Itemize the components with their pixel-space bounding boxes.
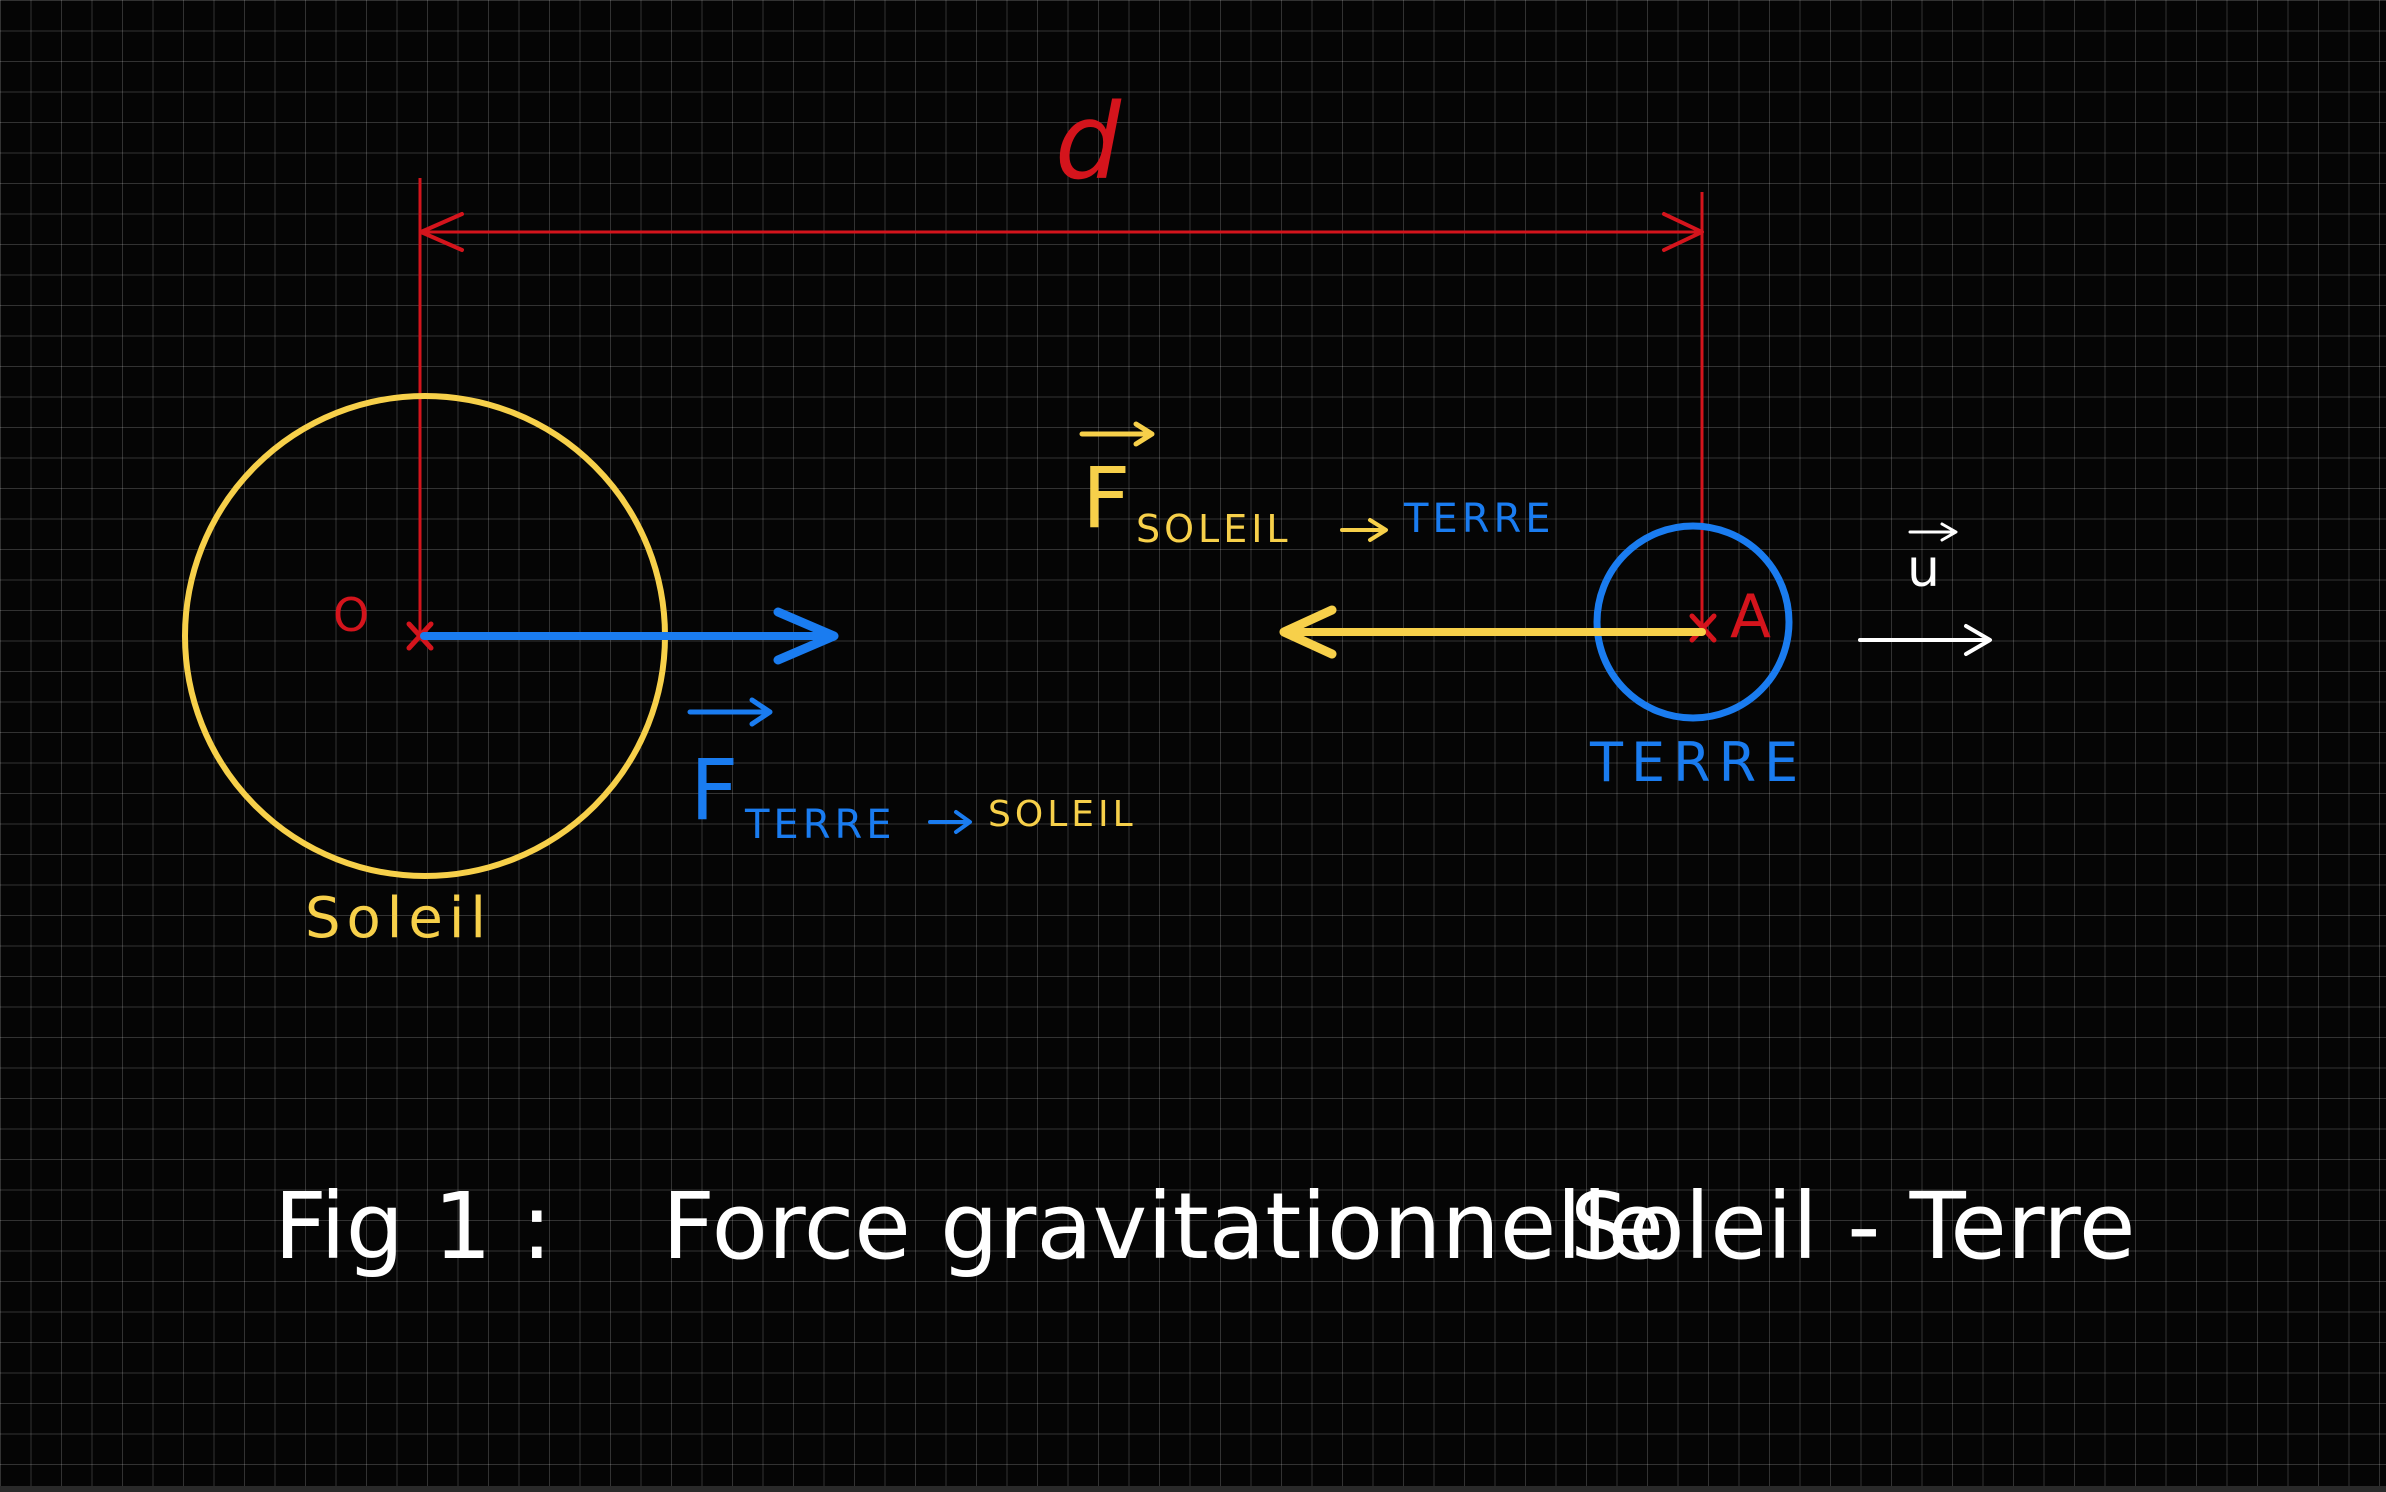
distance-arrowhead-right xyxy=(1662,212,1704,252)
force-earth-on-sun-sub-from: TERRE xyxy=(744,802,896,848)
earth-label: TERRE xyxy=(1589,731,1806,794)
unit-vector-arrowhead xyxy=(1964,624,1992,656)
earth-body: TERRE xyxy=(1589,522,1806,794)
force-earth-on-sun-vector-arrow-icon xyxy=(687,697,773,727)
caption-figure-number: Fig 1 : xyxy=(274,1173,552,1280)
sun-body: Soleil xyxy=(182,393,668,951)
figure-caption: Fig 1 : Force gravitationnelle Soleil - … xyxy=(274,1173,2135,1280)
unit-vector-label-arrow-icon xyxy=(1908,522,1958,542)
point-a: A xyxy=(1689,582,1771,652)
force-sun-on-earth-vector-arrow-icon xyxy=(1079,421,1155,447)
force-sun-on-earth-sub-arrow-icon xyxy=(1340,518,1388,542)
sun-label: Soleil xyxy=(305,886,492,951)
unit-vector: u xyxy=(1858,522,1992,656)
force-earth-on-sun: F TERRE SOLEIL xyxy=(420,607,1137,848)
caption-title: Force gravitationnelle xyxy=(662,1173,1664,1280)
point-o-label: O xyxy=(333,588,369,642)
force-sun-on-earth-symbol: F xyxy=(1082,449,1130,547)
caption-subject: Soleil - Terre xyxy=(1570,1173,2135,1280)
distance-arrowhead-left xyxy=(419,212,464,252)
force-sun-on-earth: F SOLEIL TERRE xyxy=(1079,421,1706,659)
point-o: O xyxy=(333,588,434,651)
force-sun-on-earth-arrowhead xyxy=(1279,605,1337,659)
earth-circle xyxy=(1593,522,1793,722)
distance-dimension: d xyxy=(418,81,1704,634)
unit-vector-label: u xyxy=(1907,539,1940,599)
force-earth-on-sun-sub-to: SOLEIL xyxy=(988,794,1137,835)
force-earth-on-sun-sub-arrow-icon xyxy=(928,810,972,834)
force-earth-on-sun-arrowhead xyxy=(773,607,839,665)
distance-label: d xyxy=(1055,81,1122,203)
point-a-label: A xyxy=(1730,582,1771,652)
force-sun-on-earth-sub-from: SOLEIL xyxy=(1136,507,1292,551)
force-earth-on-sun-symbol: F xyxy=(690,741,738,839)
force-sun-on-earth-sub-to: TERRE xyxy=(1403,496,1555,542)
